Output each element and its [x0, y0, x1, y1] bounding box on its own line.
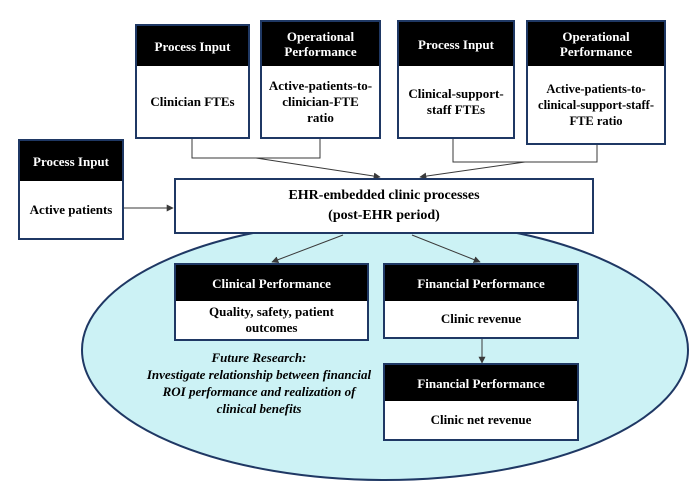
arrow-ehr-to-clinical	[271, 234, 344, 264]
node-header: Financial Performance	[385, 365, 577, 401]
ehr-process-period: (post-EHR period)	[328, 208, 440, 223]
node-clinician-ratio: Operational Performance Active-patients-…	[260, 20, 381, 139]
node-support-staff-ratio: Operational Performance Active-patients-…	[526, 20, 666, 145]
node-body: Active-patients-to-clinical-support-staf…	[538, 81, 654, 128]
node-clinic-net-revenue: Financial Performance Clinic net revenue	[383, 363, 579, 441]
ehr-process-title: EHR-embedded clinic processes	[288, 188, 480, 203]
node-support-staff-ftes: Process Input Clinical-support-staff FTE…	[397, 20, 515, 139]
node-body: Clinic net revenue	[430, 412, 532, 427]
node-header: Process Input	[20, 141, 122, 181]
node-header: Operational Performance	[528, 22, 664, 66]
node-body: Clinician FTEs	[150, 93, 235, 109]
node-active-patients: Process Input Active patients	[18, 139, 124, 240]
node-body: Clinic revenue	[440, 311, 522, 326]
ehr-process-box: EHR-embedded clinic processes (post-EHR …	[174, 178, 594, 234]
node-header: Clinical Performance	[176, 265, 367, 301]
node-header: Process Input	[137, 26, 248, 66]
node-body: Active patients	[29, 201, 113, 217]
node-body: Clinical-support-staff FTEs	[408, 85, 504, 117]
future-research-title: Future Research:	[211, 350, 307, 365]
node-header: Process Input	[399, 22, 513, 66]
node-header: Operational Performance	[262, 22, 379, 66]
node-clinician-ftes: Process Input Clinician FTEs	[135, 24, 250, 139]
node-clinical-performance: Clinical Performance Quality, safety, pa…	[174, 263, 369, 341]
arrow-ehr-to-revenue	[411, 234, 481, 263]
arrow-left-pair-to-ehr	[255, 157, 381, 180]
node-body: Quality, safety, patient outcomes	[209, 304, 334, 335]
node-body: Active-patients-to-clinician-FTE ratio	[268, 77, 373, 125]
node-header: Financial Performance	[385, 265, 577, 301]
future-research-note: Future Research: Investigate relationshi…	[146, 349, 372, 417]
arrow-right-pair-to-ehr	[419, 161, 526, 180]
future-research-text: Investigate relationship between financi…	[146, 367, 372, 416]
connector-clinician-ftes	[191, 139, 321, 159]
node-clinic-revenue: Financial Performance Clinic revenue	[383, 263, 579, 339]
